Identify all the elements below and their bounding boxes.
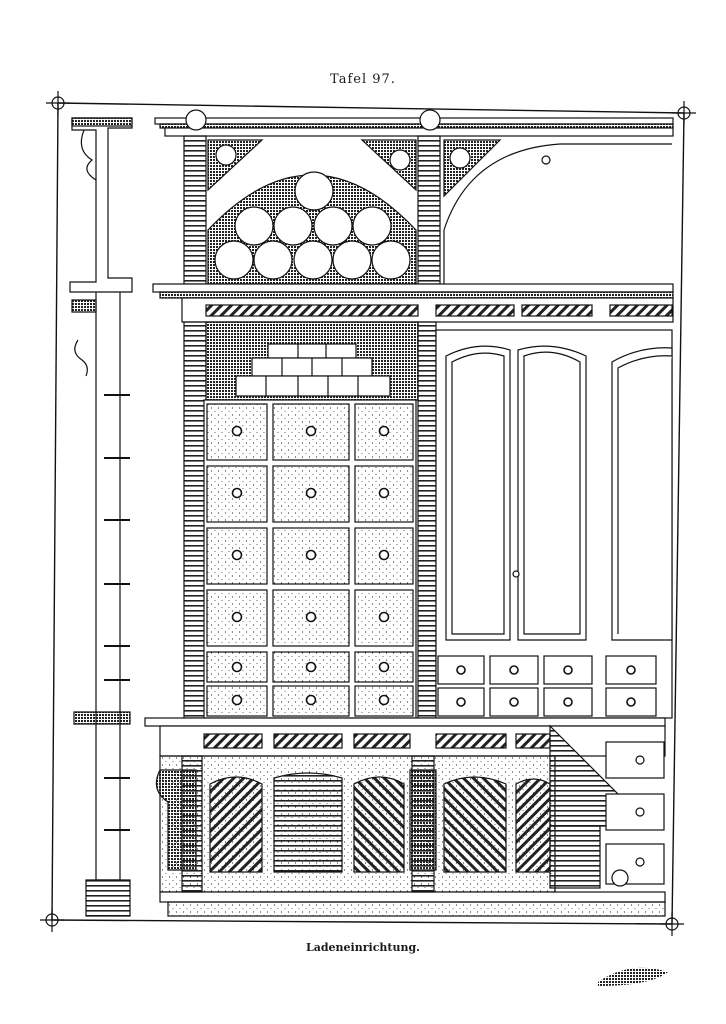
print-smudge [598, 967, 668, 986]
section-profile [69, 117, 133, 917]
plate-frame [51, 102, 685, 925]
middle-frieze [152, 283, 674, 323]
drawer-knobs [231, 425, 390, 706]
plate-caption: Ladeneinrichtung. [306, 941, 420, 954]
plate-title: Tafel 97. [330, 72, 396, 87]
registration-marks [40, 91, 696, 936]
lower-door-panels [209, 772, 551, 873]
small-drawer-knobs [456, 665, 636, 707]
stacked-boxes [235, 343, 391, 397]
upper-compartment [183, 135, 672, 285]
drawer-fronts [206, 403, 414, 717]
right-base-drawers [605, 741, 665, 887]
counter-and-base [144, 717, 666, 917]
top-cornice [154, 109, 674, 137]
round-jars [214, 171, 411, 280]
columns [181, 755, 435, 893]
right-glazed-cabinet [435, 329, 673, 719]
left-drawer-cabinet [183, 321, 437, 719]
